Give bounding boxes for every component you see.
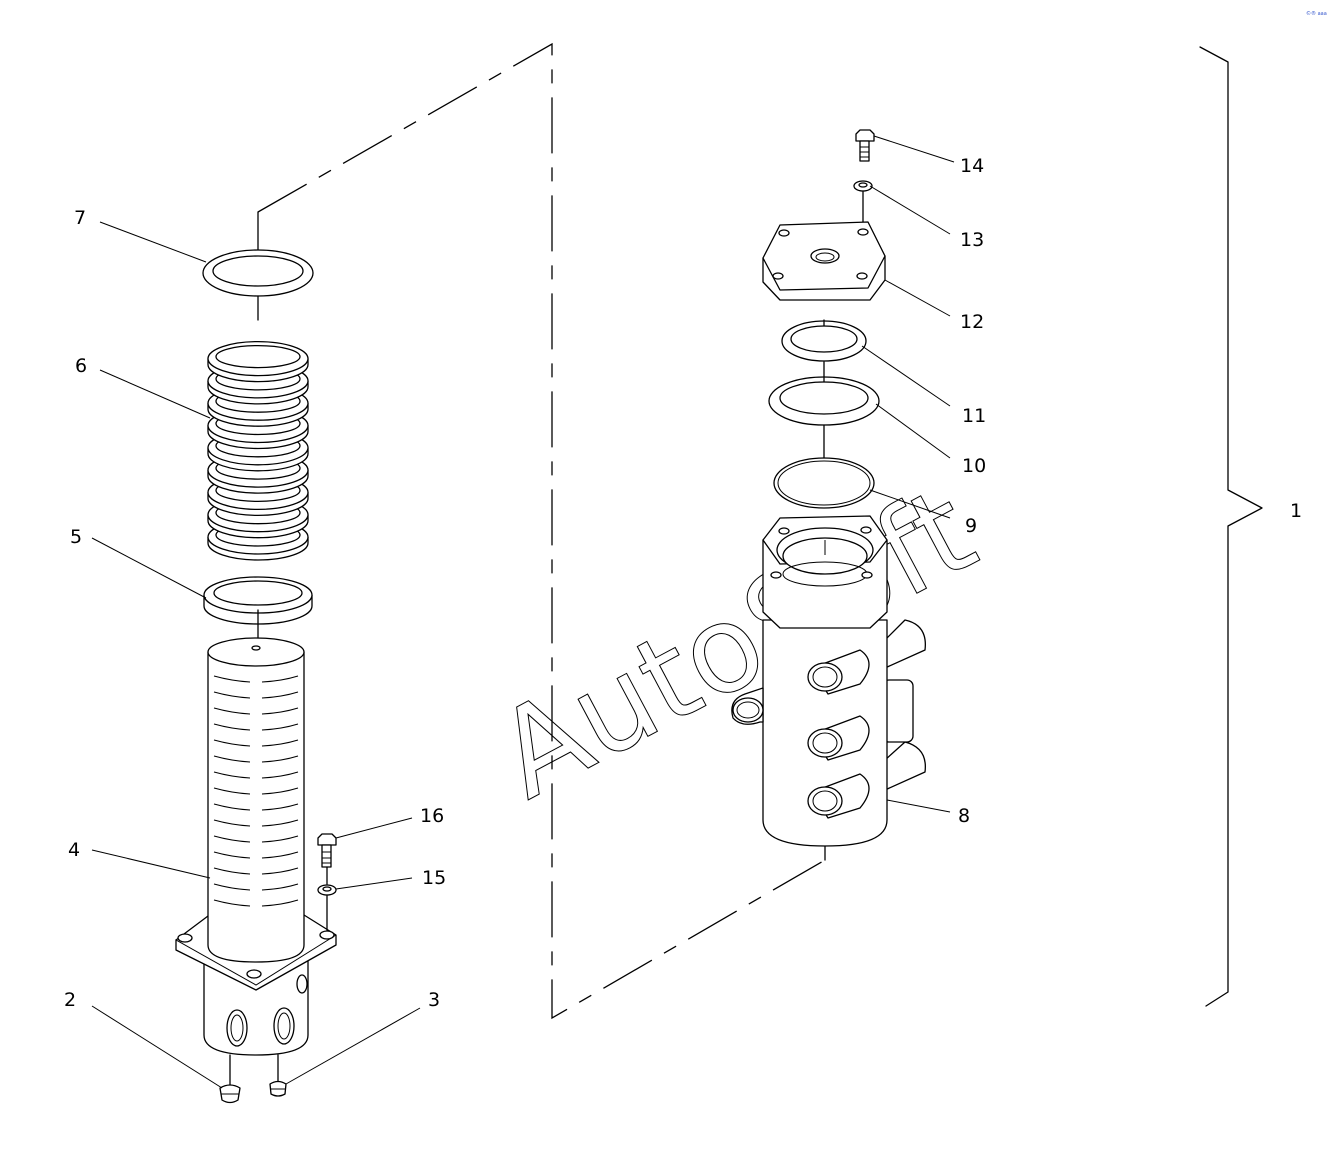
callout-5: 5 xyxy=(70,526,82,548)
tube-groove xyxy=(213,803,251,811)
tube-groove xyxy=(213,771,251,779)
callout-labels: 1 2 3 4 5 6 7 8 9 10 11 12 13 14 15 16 xyxy=(64,155,1302,1011)
callout-15: 15 xyxy=(422,867,446,889)
tube-groove xyxy=(261,691,299,699)
tube-groove xyxy=(213,851,251,859)
part-13-washer xyxy=(853,180,873,192)
part-14-bolt xyxy=(855,129,875,162)
callout-7: 7 xyxy=(74,207,86,229)
tube-groove xyxy=(261,851,299,859)
part-6-ring-stack xyxy=(207,340,309,561)
tube-groove xyxy=(213,675,251,683)
tube-groove xyxy=(213,899,251,907)
tube-groove xyxy=(261,771,299,779)
part-15-washer xyxy=(317,884,337,896)
tube-groove xyxy=(213,867,251,875)
tube-groove xyxy=(261,739,299,747)
part-5-ring xyxy=(203,576,313,625)
callout-1: 1 xyxy=(1290,500,1302,522)
part-12-cover xyxy=(762,221,886,301)
part-3-plug xyxy=(269,1054,287,1097)
callout-16: 16 xyxy=(420,805,444,827)
tube-groove xyxy=(213,739,251,747)
part-2-plug xyxy=(219,1054,241,1104)
leader-lines xyxy=(91,135,955,1089)
part-7-ring xyxy=(202,249,314,297)
part-4-shaft xyxy=(175,637,337,1056)
callout-3: 3 xyxy=(428,989,440,1011)
tube-groove xyxy=(261,787,299,795)
tube-groove xyxy=(213,723,251,731)
tube-groove xyxy=(261,867,299,875)
callout-11: 11 xyxy=(962,405,986,427)
callout-10: 10 xyxy=(962,455,986,477)
callout-2: 2 xyxy=(64,989,76,1011)
tube-groove xyxy=(261,819,299,827)
tube-groove xyxy=(261,899,299,907)
callout-14: 14 xyxy=(960,155,984,177)
tube-groove xyxy=(213,691,251,699)
tube-groove xyxy=(213,819,251,827)
callout-4: 4 xyxy=(68,839,80,861)
tube-groove xyxy=(261,755,299,763)
callout-9: 9 xyxy=(965,515,977,537)
tube-groove xyxy=(213,883,251,891)
callout-12: 12 xyxy=(960,311,984,333)
stack-ring xyxy=(207,340,309,383)
part-10-ring xyxy=(768,376,880,426)
part-9-oring xyxy=(773,457,875,509)
part-11-ring xyxy=(781,320,867,362)
tube-groove xyxy=(213,755,251,763)
tube-groove xyxy=(261,707,299,715)
tube-groove xyxy=(213,835,251,843)
tube-groove xyxy=(261,803,299,811)
part-16-bolt xyxy=(317,833,337,868)
callout-6: 6 xyxy=(75,355,87,377)
tube-groove xyxy=(213,707,251,715)
callout-8: 8 xyxy=(958,805,970,827)
tube-groove xyxy=(261,723,299,731)
tube-groove xyxy=(261,835,299,843)
tube-groove xyxy=(261,883,299,891)
phantom-boundary xyxy=(257,42,826,1020)
tube-groove xyxy=(213,787,251,795)
part-8-body xyxy=(731,515,926,847)
callout-13: 13 xyxy=(960,229,984,251)
assembly-brace xyxy=(1199,46,1263,1007)
tube-groove xyxy=(261,675,299,683)
corner-mark: ©® aaa xyxy=(1306,10,1327,17)
